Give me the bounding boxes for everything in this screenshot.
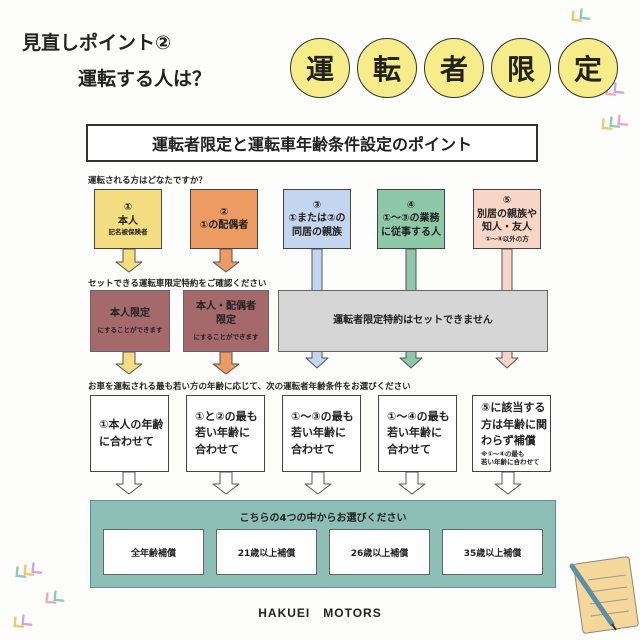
brand-name: HAKUEI MOTORS: [258, 606, 382, 620]
driver-num: ④: [406, 199, 416, 211]
driver-label: 別居の親族や 知人・友人: [477, 208, 537, 234]
driver-box-1: ① 本人 記名被保険者: [94, 189, 162, 249]
age-text: ①～③の最も 若い年齢に 合わせて: [291, 409, 354, 456]
age-condition-1: ①本人の年齢 に合わせて: [90, 395, 169, 472]
driver-box-4: ④ ①～③の業務 に従事する人: [377, 189, 445, 249]
driver-note: 記名被保険者: [108, 228, 148, 237]
setting-note: にすることができます: [97, 326, 163, 335]
driver-label: ①の配偶者: [199, 220, 249, 231]
age-text: ①～④の最も 若い年齢に 合わせて: [387, 409, 450, 456]
option-all-ages: 全年齢補償: [103, 529, 204, 575]
setting-box-self: 本人限定 にすることができます: [90, 290, 170, 352]
age-text: ①と②の最も 若い年齢に 合わせて: [195, 409, 258, 456]
title-char-1: 運: [290, 38, 350, 98]
option-21-plus: 21歳以上補償: [216, 529, 317, 575]
driver-num: ②: [219, 206, 229, 218]
setting-label: 運転者限定特約はセットできません: [333, 315, 493, 327]
option-26-plus: 26歳以上補償: [329, 529, 430, 575]
age-text: ⑤に該当する 方は年齢に関 わらず補償: [481, 401, 547, 448]
setting-label: 本人限定: [110, 307, 150, 319]
option-35-plus: 35歳以上補償: [442, 529, 543, 575]
driver-num: ⑤: [502, 195, 512, 207]
options-panel: こちらの4つの中からお選びください 全年齢補償 21歳以上補償 26歳以上補償 …: [90, 500, 556, 588]
age-condition-5: ⑤に該当する 方は年齢に関 わらず補償 ※①～④の最も 若い年齢に合わせて: [472, 395, 551, 472]
driver-num: ③: [312, 199, 322, 211]
subtitle-line1: 見直しポイント②: [22, 32, 172, 54]
driver-box-3: ③ ①または②の 同居の親族: [283, 189, 351, 249]
age-condition-2: ①と②の最も 若い年齢に 合わせて: [186, 395, 265, 472]
notebook-pen-icon: [569, 556, 639, 634]
driver-box-5: ⑤ 別居の親族や 知人・友人 ①～④以外の方: [473, 189, 541, 249]
setting-note: にすることができます: [193, 333, 259, 342]
driver-label: ①または②の 同居の親族: [288, 213, 346, 238]
setting-box-spouse: 本人・配偶者 限定 にすることができます: [183, 290, 269, 352]
title-char-2: 転: [357, 38, 417, 98]
setting-box-unavailable: 運転者限定特約はセットできません: [278, 290, 548, 352]
step-label-age: お車を運転される最も若い方の年齢に応じて、次の運転者年齢条件をお選びください: [88, 382, 411, 392]
title-char-5: 定: [558, 38, 618, 98]
age-condition-4: ①～④の最も 若い年齢に 合わせて: [378, 395, 457, 472]
title-char-4: 限: [491, 38, 551, 98]
age-note: ※①～④の最も 若い年齢に合わせて: [481, 449, 540, 467]
driver-box-2: ② ①の配偶者: [190, 189, 258, 249]
driver-note: ①～④以外の方: [485, 234, 529, 243]
main-title: 運転者限定と運転車年齢条件設定のポイント: [86, 124, 538, 162]
subtitle-line2: 運転する人は？: [78, 68, 212, 90]
age-condition-3: ①～③の最も 若い年齢に 合わせて: [282, 395, 361, 472]
step-label-setting: セットできる運転車限定特約をご確認ください: [88, 279, 267, 289]
setting-label: 本人・配偶者 限定: [196, 301, 256, 326]
driver-label: ①～③の業務 に従事する人: [381, 213, 441, 238]
title-char-3: 者: [424, 38, 484, 98]
driver-num: ①: [123, 202, 133, 214]
options-heading: こちらの4つの中からお選びください: [239, 513, 407, 524]
step-label-who: 運転される方はどなたですか？: [88, 176, 207, 186]
driver-label: 本人: [118, 215, 138, 227]
age-text: ①本人の年齢 に合わせて: [99, 418, 164, 448]
chevron-decoration-icon: [13, 8, 629, 628]
